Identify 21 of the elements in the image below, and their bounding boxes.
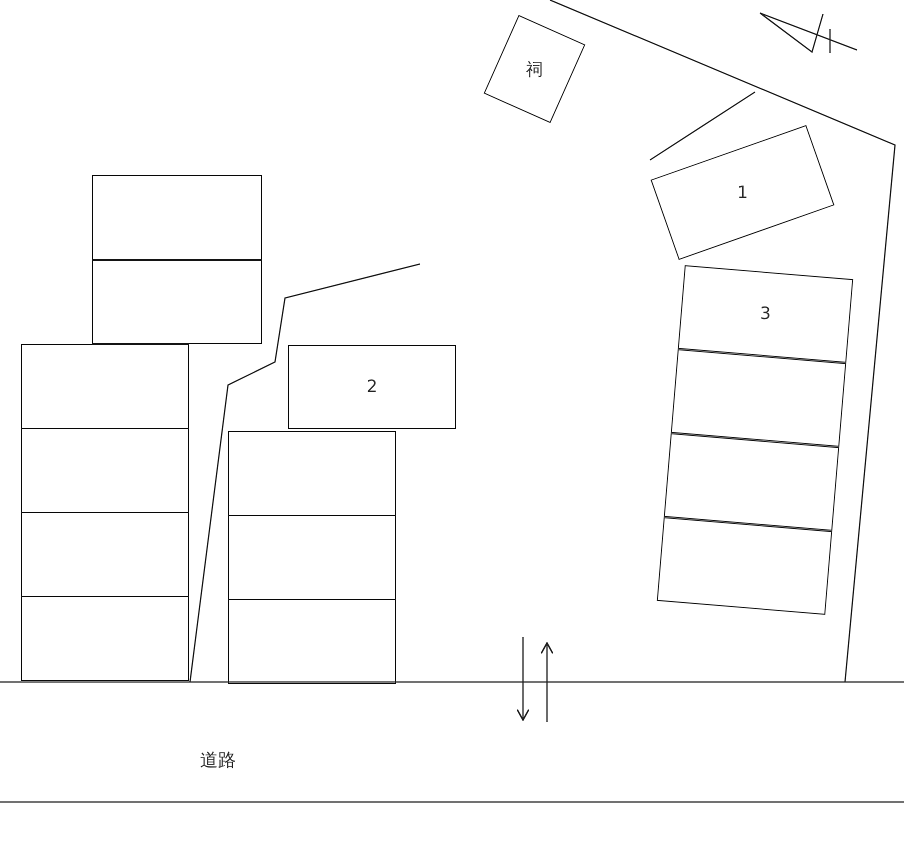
plot-box xyxy=(21,512,189,596)
plot-number: 1 xyxy=(736,182,748,202)
plot-box xyxy=(664,432,840,531)
plot-box xyxy=(656,516,832,614)
plot-box xyxy=(228,430,396,516)
plot-box xyxy=(21,344,189,428)
plot-box xyxy=(650,124,834,260)
shrine-label: 祠 xyxy=(526,58,542,80)
plot-number: 3 xyxy=(760,304,771,324)
road-label: 道路 xyxy=(200,749,236,772)
plot-box xyxy=(670,349,846,447)
plot-box xyxy=(228,598,396,684)
plot-box xyxy=(92,260,262,344)
plot-box xyxy=(92,174,262,260)
plot-number: 2 xyxy=(366,377,378,397)
plot-box xyxy=(21,596,189,680)
plot-box xyxy=(21,428,189,512)
plot-box xyxy=(678,266,854,364)
plot-box xyxy=(228,514,396,600)
shrine-box xyxy=(483,14,585,124)
plot-box xyxy=(288,345,456,429)
